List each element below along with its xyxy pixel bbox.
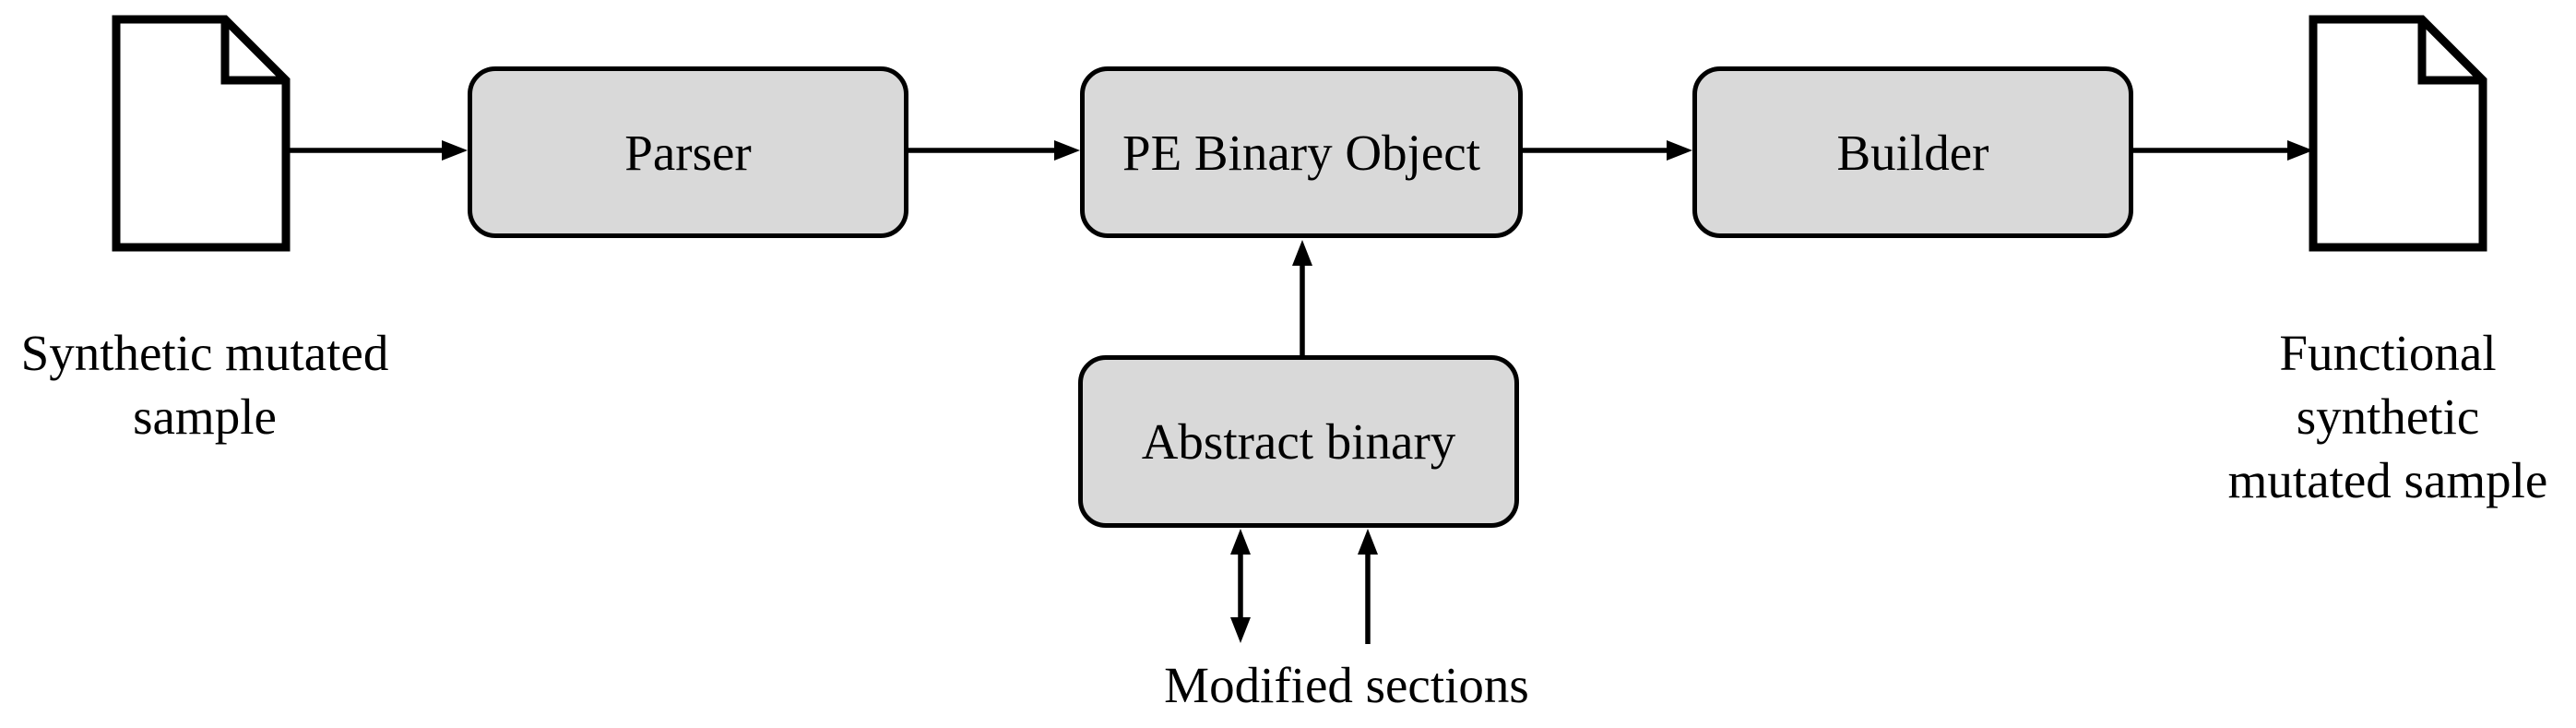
modified-sections-label: Modified sections xyxy=(1164,657,1529,713)
pe-binary-object-node: PE Binary Object xyxy=(1080,66,1523,238)
arrowhead-up-icon xyxy=(1358,529,1378,555)
abstract-binary-node: Abstract binary xyxy=(1078,355,1519,528)
parser-node: Parser xyxy=(468,66,908,238)
builder-node-label: Builder xyxy=(1836,124,1989,181)
parser-node-label: Parser xyxy=(624,124,752,181)
abstract-binary-node-label: Abstract binary xyxy=(1141,413,1456,470)
arrowhead-down-icon xyxy=(1230,617,1251,643)
arrow-abstract-to-pe xyxy=(1292,240,1312,355)
arrowhead-right-icon xyxy=(1667,140,1692,161)
input-sample-label: Synthetic mutated sample xyxy=(20,325,389,445)
arrow-input-to-parser xyxy=(286,140,468,161)
document-outline xyxy=(2309,15,2487,252)
arrowhead-right-icon xyxy=(1054,140,1080,161)
document-icon xyxy=(2309,15,2487,252)
arrowhead-right-icon xyxy=(2287,140,2313,161)
builder-node: Builder xyxy=(1692,66,2133,238)
pe-binary-object-node-label: PE Binary Object xyxy=(1122,124,1480,181)
arrow-pe-to-builder xyxy=(1523,140,1692,161)
output-sample-label: Functional synthetic mutated sample xyxy=(2227,325,2548,508)
document-fold-corner xyxy=(220,19,286,85)
arrowhead-up-icon xyxy=(1292,240,1312,266)
arrow-parser-to-pe xyxy=(908,140,1080,161)
arrowhead-right-icon xyxy=(442,140,468,161)
arrow-builder-to-output xyxy=(2133,140,2313,161)
document-icon xyxy=(112,15,291,252)
arrow-modified-to-abstract xyxy=(1358,529,1378,644)
arrowhead-up-icon xyxy=(1230,529,1251,555)
double-arrow-abstract-modified xyxy=(1230,529,1251,643)
document-fold-corner xyxy=(2417,19,2483,85)
document-outline xyxy=(112,15,291,252)
